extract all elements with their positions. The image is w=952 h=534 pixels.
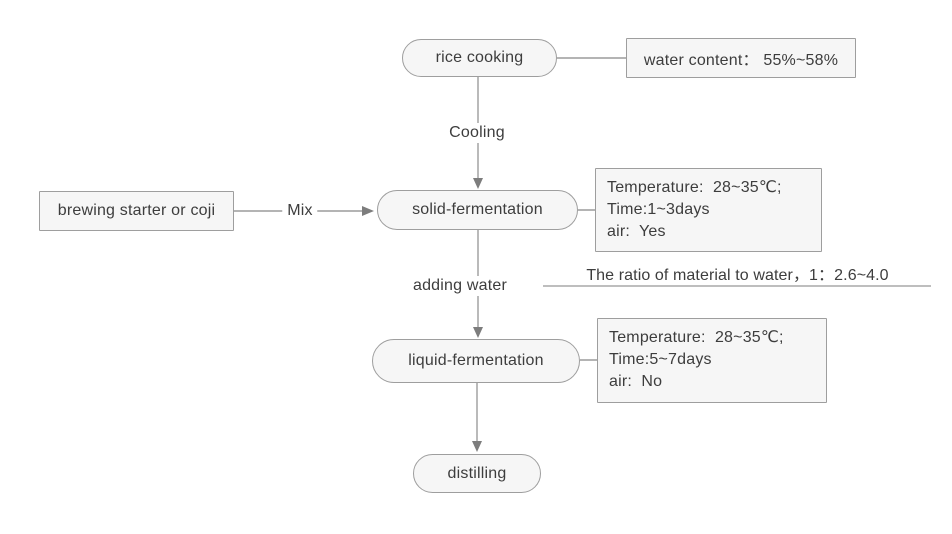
edge-label-adding-water: adding water — [407, 276, 513, 296]
node-brewing-starter-label: brewing starter or coji — [57, 202, 216, 219]
edge-label-cooling: Cooling — [444, 123, 510, 143]
node-liquid-fermentation: liquid-fermentation — [372, 339, 580, 383]
node-brewing-starter: brewing starter or coji — [39, 191, 234, 231]
ratio-note: The ratio of material to water，1：2.6~4.0 — [586, 267, 889, 284]
liquid-conditions-temperature: Temperature: 28~35℃; — [609, 329, 784, 346]
node-rice-cooking: rice cooking — [402, 39, 557, 77]
node-water-content-label: water content： 55%~58% — [643, 52, 839, 69]
arrowhead-adding-water — [473, 327, 483, 338]
node-liquid-conditions: Temperature: 28~35℃; Time:5~7days air: N… — [597, 318, 827, 403]
arrowhead-cooling — [473, 178, 483, 189]
node-water-content: water content： 55%~58% — [626, 38, 856, 78]
solid-conditions-time: Time:1~3days — [607, 201, 710, 218]
liquid-conditions-air: air: No — [609, 373, 663, 390]
node-solid-conditions: Temperature: 28~35℃; Time:1~3days air: Y… — [595, 168, 822, 252]
solid-conditions-air: air: Yes — [607, 223, 666, 240]
edge-label-mix: Mix — [282, 201, 318, 221]
node-distilling: distilling — [413, 454, 541, 493]
arrowhead-mix — [362, 206, 374, 216]
node-liquid-fermentation-label: liquid-fermentation — [408, 352, 544, 369]
arrowhead-distilling — [472, 441, 482, 452]
node-solid-fermentation: solid-fermentation — [377, 190, 578, 230]
solid-conditions-temperature: Temperature: 28~35℃; — [607, 179, 782, 196]
node-rice-cooking-label: rice cooking — [435, 49, 524, 66]
node-distilling-label: distilling — [447, 464, 507, 482]
liquid-conditions-time: Time:5~7days — [609, 351, 712, 368]
node-solid-fermentation-label: solid-fermentation — [412, 201, 543, 218]
